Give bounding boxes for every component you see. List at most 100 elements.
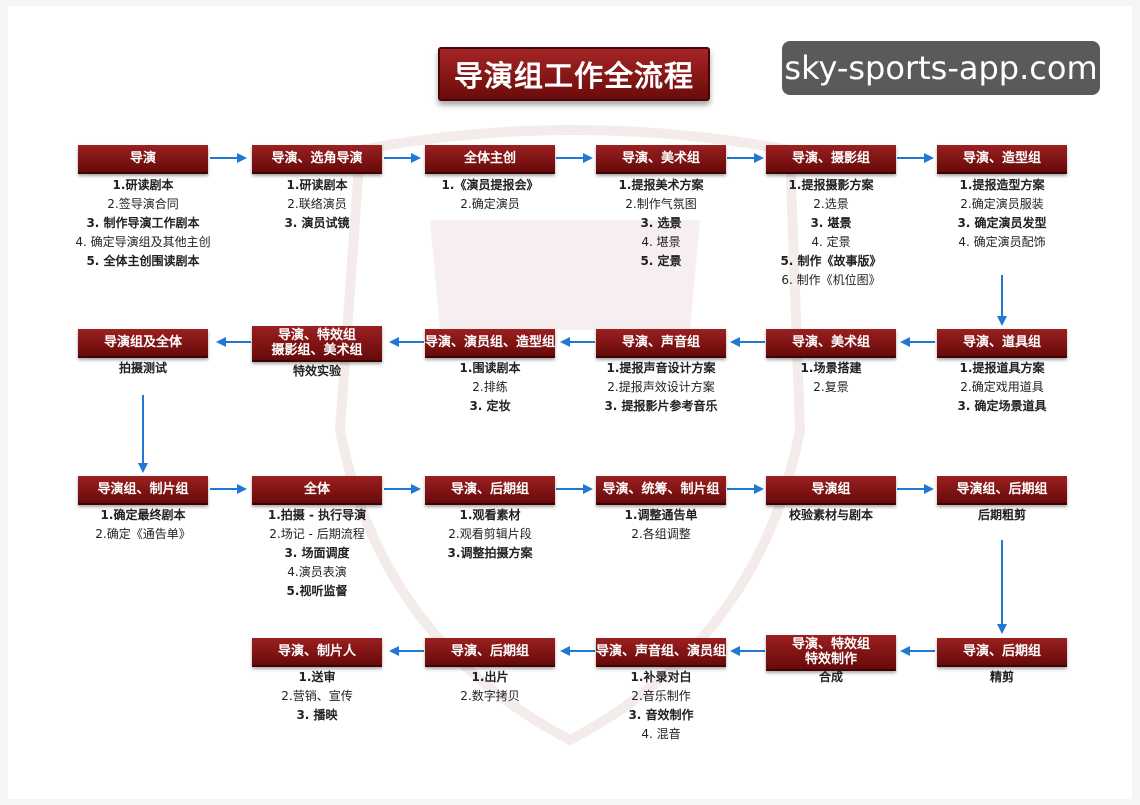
step-item: 1.提报道具方案 — [959, 361, 1045, 375]
step-items: 1.拍摄 - 执行导演 2.场记 - 后期流程 3. 场面调度 4.演员表演 5… — [232, 506, 402, 601]
step-box: 导演、选角导演 — [252, 145, 382, 174]
step-items: 1.提报摄影方案 2.选景 3. 堪景 4. 定景 5. 制作《故事版》 6. … — [746, 176, 916, 290]
step-item: 3. 确定场景道具 — [957, 399, 1047, 413]
step-item: 1.研读剧本 — [286, 178, 348, 192]
step-box: 导演、造型组 — [937, 145, 1067, 174]
step-items: 拍摄测试 — [58, 359, 228, 378]
step-box-line: 摄影组、美术组 — [271, 343, 363, 358]
step-items: 1.提报美术方案 2.制作气氛图 3. 选景 4. 堪景 5. 定景 — [576, 176, 746, 271]
step-box: 导演、声音组、演员组 — [596, 638, 726, 667]
step-box: 导演、声音组 — [596, 329, 726, 358]
step-items: 1.观看素材 2.观看剪辑片段 3.调整拍摄方案 — [405, 506, 575, 563]
step-items: 1.出片 2.数字拷贝 — [405, 668, 575, 706]
step-box: 导演、道具组 — [937, 329, 1067, 358]
step-items: 1.场景搭建 2.复景 — [746, 359, 916, 397]
step-items: 精剪 — [917, 668, 1087, 687]
step-item: 5.视听监督 — [286, 584, 348, 598]
step-item: 5. 定景 — [640, 254, 682, 268]
step-box-line: 导演、特效组 — [277, 328, 356, 343]
step-box: 导演、美术组 — [766, 329, 896, 358]
step-item: 拍摄测试 — [118, 361, 167, 375]
step-box: 导演、后期组 — [937, 638, 1067, 667]
step-item: 精剪 — [989, 670, 1014, 684]
step-item: 1.出片 — [471, 670, 509, 684]
step-items: 1.提报道具方案 2.确定戏用道具 3. 确定场景道具 — [917, 359, 1087, 416]
step-item: 2.确定演员 — [460, 197, 520, 211]
step-item: 后期粗剪 — [977, 508, 1026, 522]
step-item: 4. 定景 — [811, 235, 851, 249]
step-box: 导演组及全体 — [78, 329, 208, 358]
step-item: 1.观看素材 — [459, 508, 521, 522]
page-title: 导演组工作全流程 — [438, 47, 710, 101]
step-items: 1.提报造型方案 2.确定演员服装 3. 确定演员发型 4. 确定演员配饰 — [917, 176, 1087, 252]
step-item: 1.提报声音设计方案 — [606, 361, 716, 375]
step-items: 1.提报声音设计方案 2.提报声效设计方案 3. 提报影片参考音乐 — [576, 359, 746, 416]
step-items: 1.研读剧本 2.联络演员 3. 演员试镜 — [232, 176, 402, 233]
step-item: 2.制作气氛图 — [625, 197, 697, 211]
step-items: 后期粗剪 — [917, 506, 1087, 525]
step-box: 导演组 — [766, 476, 896, 505]
step-items: 1.补录对白 2.音乐制作 3. 音效制作 4. 混音 — [576, 668, 746, 744]
step-item: 1.《演员提报会》 — [441, 178, 539, 192]
step-item: 2.数字拷贝 — [460, 689, 520, 703]
step-box: 导演、美术组 — [596, 145, 726, 174]
step-item: 1.拍摄 - 执行导演 — [267, 508, 367, 522]
step-item: 1.提报摄影方案 — [788, 178, 874, 192]
step-box: 导演、制片人 — [252, 638, 382, 667]
step-box: 导演、摄影组 — [766, 145, 896, 174]
step-item: 2.场记 - 后期流程 — [269, 527, 365, 541]
step-item: 1.提报造型方案 — [959, 178, 1045, 192]
step-item: 1.场景搭建 — [800, 361, 862, 375]
step-box: 导演、演员组、造型组 — [425, 329, 555, 358]
step-item: 2.联络演员 — [287, 197, 347, 211]
step-item: 2.排练 — [472, 380, 508, 394]
step-box: 全体 — [252, 476, 382, 505]
step-item: 3. 制作导演工作剧本 — [86, 216, 200, 230]
step-box: 导演组、后期组 — [937, 476, 1067, 505]
step-box: 导演、统筹、制片组 — [596, 476, 726, 505]
step-items: 1.确定最终剧本 2.确定《通告单》 — [58, 506, 228, 544]
step-items: 校验素材与剧本 — [746, 506, 916, 525]
step-item: 3. 选景 — [640, 216, 682, 230]
step-item: 3. 提报影片参考音乐 — [604, 399, 718, 413]
step-item: 3. 确定演员发型 — [957, 216, 1047, 230]
step-item: 3. 堪景 — [810, 216, 852, 230]
step-items: 1.调整通告单 2.各组调整 — [576, 506, 746, 544]
step-box-line: 特效制作 — [804, 652, 857, 667]
step-item: 合成 — [818, 670, 843, 684]
step-box: 导演、特效组 摄影组、美术组 — [252, 326, 382, 362]
step-item: 4. 确定导演组及其他主创 — [75, 235, 211, 249]
step-item: 1.送审 — [298, 670, 336, 684]
step-item: 2.确定演员服装 — [960, 197, 1044, 211]
step-items: 合成 — [746, 668, 916, 687]
step-item: 2.观看剪辑片段 — [448, 527, 532, 541]
step-items: 1.围读剧本 2.排练 3. 定妆 — [405, 359, 575, 416]
step-items: 1.送审 2.营销、宣传 3. 播映 — [232, 668, 402, 725]
step-item: 3. 场面调度 — [284, 546, 350, 560]
step-box: 导演组、制片组 — [78, 476, 208, 505]
step-item: 1.围读剧本 — [459, 361, 521, 375]
step-item: 4. 堪景 — [641, 235, 681, 249]
step-box: 全体主创 — [425, 145, 555, 174]
step-box-line: 导演、特效组 — [791, 637, 870, 652]
step-box: 导演、后期组 — [425, 476, 555, 505]
step-item: 1.调整通告单 — [624, 508, 698, 522]
step-box: 导演 — [78, 145, 208, 174]
step-item: 4.演员表演 — [287, 565, 347, 579]
step-item: 5. 制作《故事版》 — [780, 254, 882, 268]
step-item: 1.研读剧本 — [112, 178, 174, 192]
step-items: 1.《演员提报会》 2.确定演员 — [405, 176, 575, 214]
step-item: 2.营销、宣传 — [281, 689, 353, 703]
step-item: 2.选景 — [813, 197, 849, 211]
step-item: 2.确定戏用道具 — [960, 380, 1044, 394]
step-item: 3.调整拍摄方案 — [447, 546, 533, 560]
step-item: 4. 混音 — [641, 727, 681, 741]
step-item: 特效实验 — [292, 364, 341, 378]
step-item: 2.音乐制作 — [631, 689, 691, 703]
step-item: 校验素材与剧本 — [788, 508, 873, 522]
step-item: 6. 制作《机位图》 — [781, 273, 881, 287]
step-item: 1.补录对白 — [630, 670, 692, 684]
step-item: 2.确定《通告单》 — [95, 527, 191, 541]
step-item: 1.提报美术方案 — [618, 178, 704, 192]
step-box: 导演、后期组 — [425, 638, 555, 667]
